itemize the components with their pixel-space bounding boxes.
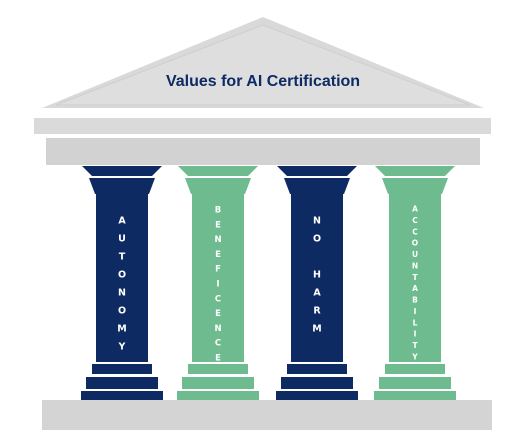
pillar-base-mid: [379, 377, 451, 389]
pillar-base-mid: [182, 377, 254, 389]
pillar-capital-block: [185, 178, 251, 194]
pillar-base-top: [385, 364, 445, 374]
pillar-shaft: [192, 194, 244, 362]
pillar-base-top: [92, 364, 152, 374]
pillar-capital: [375, 166, 455, 176]
pillar-base-mid: [281, 377, 353, 389]
pillar-capital-block: [382, 178, 448, 194]
pillar-base-bottom: [374, 391, 456, 401]
pillar-shaft: [389, 194, 441, 362]
pillar-capital-block: [284, 178, 350, 194]
temple-title: Values for AI Certification: [166, 73, 360, 90]
pillar-base-bottom: [276, 391, 358, 401]
pillar-base-bottom: [81, 391, 163, 401]
entablature-top: [34, 118, 491, 134]
pillar-base-top: [287, 364, 347, 374]
pillar-base-mid: [86, 377, 158, 389]
pillar-base-bottom: [177, 391, 259, 401]
temple-base: [42, 400, 492, 430]
pillar-capital-block: [89, 178, 155, 194]
pillar-base-top: [188, 364, 248, 374]
pillar-capital: [277, 166, 357, 176]
temple-roof-inner: [55, 24, 471, 106]
entablature-band: [46, 138, 480, 165]
pillar-capital: [178, 166, 258, 176]
pillar-shaft: [96, 194, 148, 362]
pillar-shaft: [291, 194, 343, 362]
pillar-capital: [82, 166, 162, 176]
